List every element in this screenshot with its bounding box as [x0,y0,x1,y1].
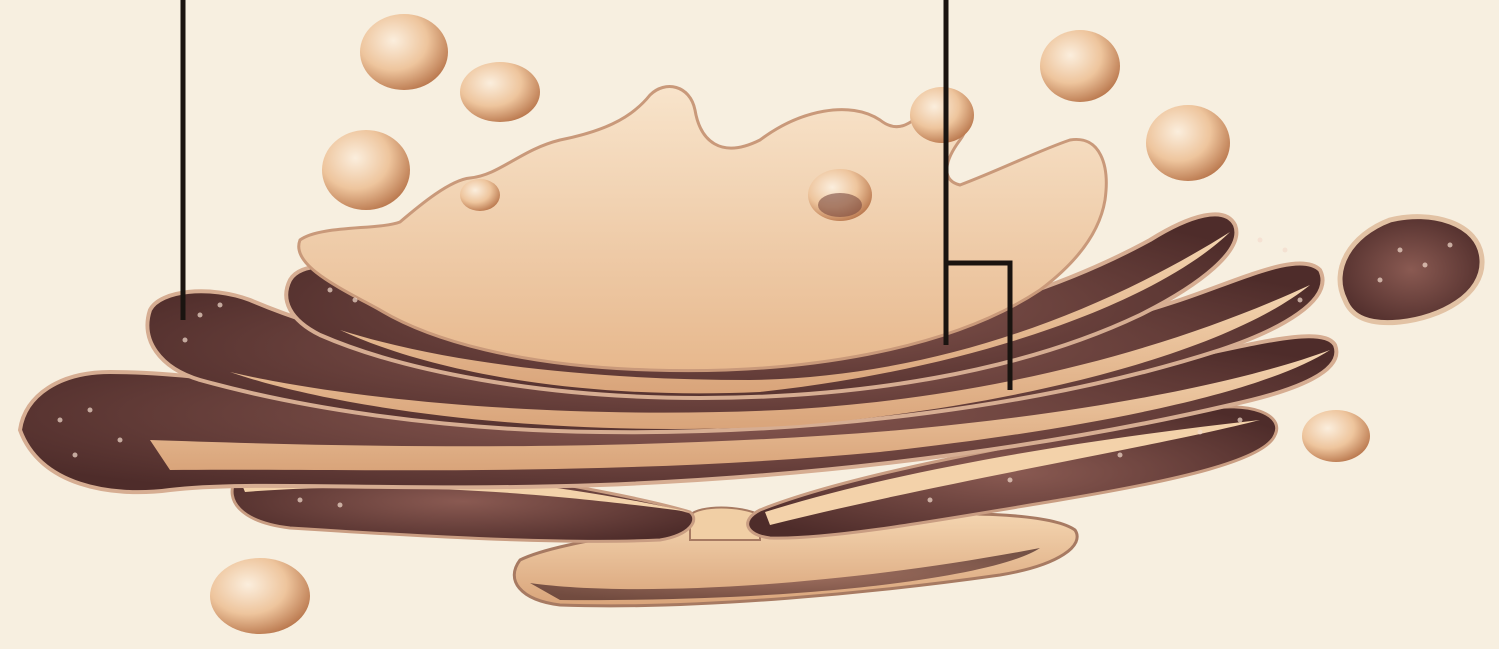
speckle [218,303,223,308]
speckle [1448,243,1453,248]
vesicle [1040,30,1120,102]
speckle [73,453,78,458]
speckle [1258,238,1263,243]
speckle [118,438,123,443]
pit-shadow [818,193,862,217]
vesicle [322,130,410,210]
vesicle [210,558,310,634]
vesicle [360,14,448,90]
vesicle [460,62,540,122]
speckle [1008,478,1013,483]
cisterna-fragment [1340,217,1482,323]
vesicle [1302,410,1370,462]
vesicle [460,179,500,211]
speckle [88,408,93,413]
speckle [1198,430,1203,435]
speckle [1283,248,1288,253]
speckle [1298,298,1303,303]
speckle [1378,278,1383,283]
speckle [1118,453,1123,458]
vesicle [1146,105,1230,181]
speckle [183,338,188,343]
speckle [1398,248,1403,253]
speckle [338,503,343,508]
speckle [1238,418,1243,423]
speckle [353,298,358,303]
speckle [298,498,303,503]
speckle [328,288,333,293]
speckle [1423,263,1428,268]
vesicle [910,87,974,143]
speckle [198,313,203,318]
speckle [928,498,933,503]
speckle [58,418,63,423]
